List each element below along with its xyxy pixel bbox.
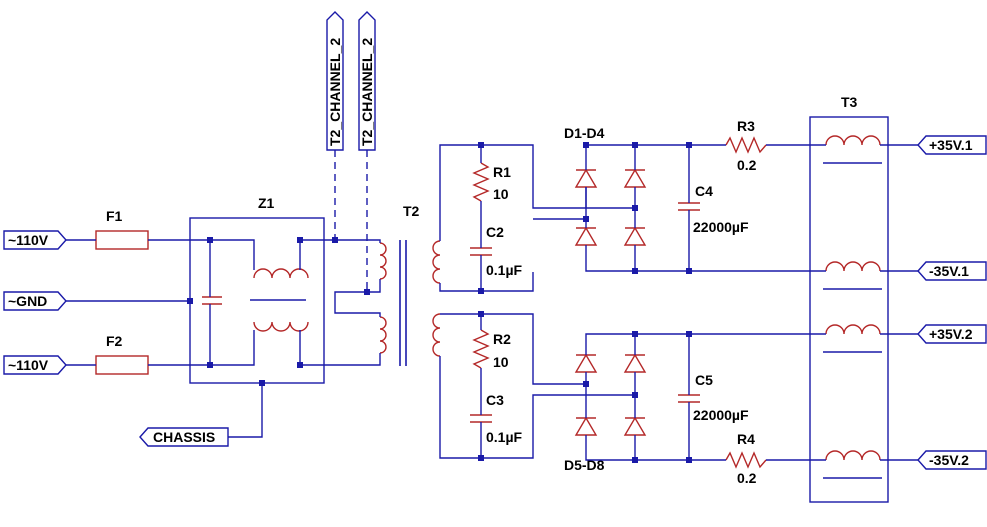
resistor-r1 [472, 162, 490, 202]
resistor-r1-name: R1 [493, 164, 511, 180]
resistor-r2-value: 10 [493, 354, 509, 370]
port-l2-label: ~110V [8, 357, 49, 373]
bridge-d5-d8 [574, 353, 647, 436]
port-out1p: +35V.1 [917, 135, 987, 155]
resistor-r4 [725, 451, 767, 469]
capacitor-c4-name: C4 [695, 183, 713, 199]
port-gnd: ~GND [3, 291, 67, 311]
fuse-f1-label: F1 [106, 208, 123, 224]
capacitor-c4-value: 22000µF [693, 219, 749, 235]
transformer-t2 [379, 240, 441, 366]
port-out1p-label: +35V.1 [929, 137, 973, 153]
capacitor-c2-name: C2 [486, 224, 504, 240]
port-out2n-label: -35V.2 [929, 452, 969, 468]
fuse-f2 [95, 355, 149, 375]
port-l1-label: ~110V [8, 232, 49, 248]
capacitor-c5 [678, 394, 700, 403]
port-gnd-label: ~GND [8, 293, 47, 309]
probe-1-text: T2_CHANNEL_2 [327, 38, 343, 146]
capacitor-c3-value: 0.1µF [486, 429, 523, 445]
filter-t3-label: T3 [841, 94, 858, 110]
wires [66, 144, 918, 461]
resistor-r4-value: 0.2 [737, 470, 757, 486]
resistor-r3 [725, 136, 767, 154]
resistor-r1-value: 10 [493, 186, 509, 202]
resistor-r2 [472, 329, 490, 369]
capacitor-c2 [470, 247, 492, 256]
capacitor-c5-value: 22000µF [693, 407, 749, 423]
resistor-r4-name: R4 [737, 431, 755, 447]
capacitor-c3-name: C3 [486, 392, 504, 408]
output-filter-t3 [809, 116, 889, 503]
port-chassis: CHASSIS [139, 427, 229, 447]
fuse-f1 [95, 230, 149, 250]
port-l1: ~110V [3, 230, 67, 250]
port-l2: ~110V [3, 355, 67, 375]
bridge2-label: D5-D8 [564, 457, 605, 473]
filter-z1-label: Z1 [258, 195, 275, 211]
port-out2p-label: +35V.2 [929, 326, 973, 342]
resistor-r3-name: R3 [737, 118, 755, 134]
transformer-t2-label: T2 [403, 203, 420, 219]
port-chassis-label: CHASSIS [153, 429, 215, 445]
capacitor-c4 [678, 202, 700, 211]
probe-label-1: T2_CHANNEL_2 [326, 11, 344, 151]
port-out1n-label: -35V.1 [929, 263, 969, 279]
resistor-r2-name: R2 [493, 331, 511, 347]
bridge1-label: D1-D4 [564, 125, 605, 141]
probe-2-text: T2_CHANNEL_2 [359, 38, 375, 146]
resistor-r3-value: 0.2 [737, 157, 757, 173]
junction-dots [187, 142, 692, 463]
probe-label-2: T2_CHANNEL_2 [358, 11, 376, 151]
port-out2n: -35V.2 [917, 450, 987, 470]
capacitor-c2-value: 0.1µF [486, 262, 523, 278]
port-out2p: +35V.2 [917, 324, 987, 344]
capacitor-c5-name: C5 [695, 372, 713, 388]
capacitor-c3 [470, 414, 492, 423]
fuse-f2-label: F2 [106, 333, 123, 349]
port-out1n: -35V.1 [917, 261, 987, 281]
